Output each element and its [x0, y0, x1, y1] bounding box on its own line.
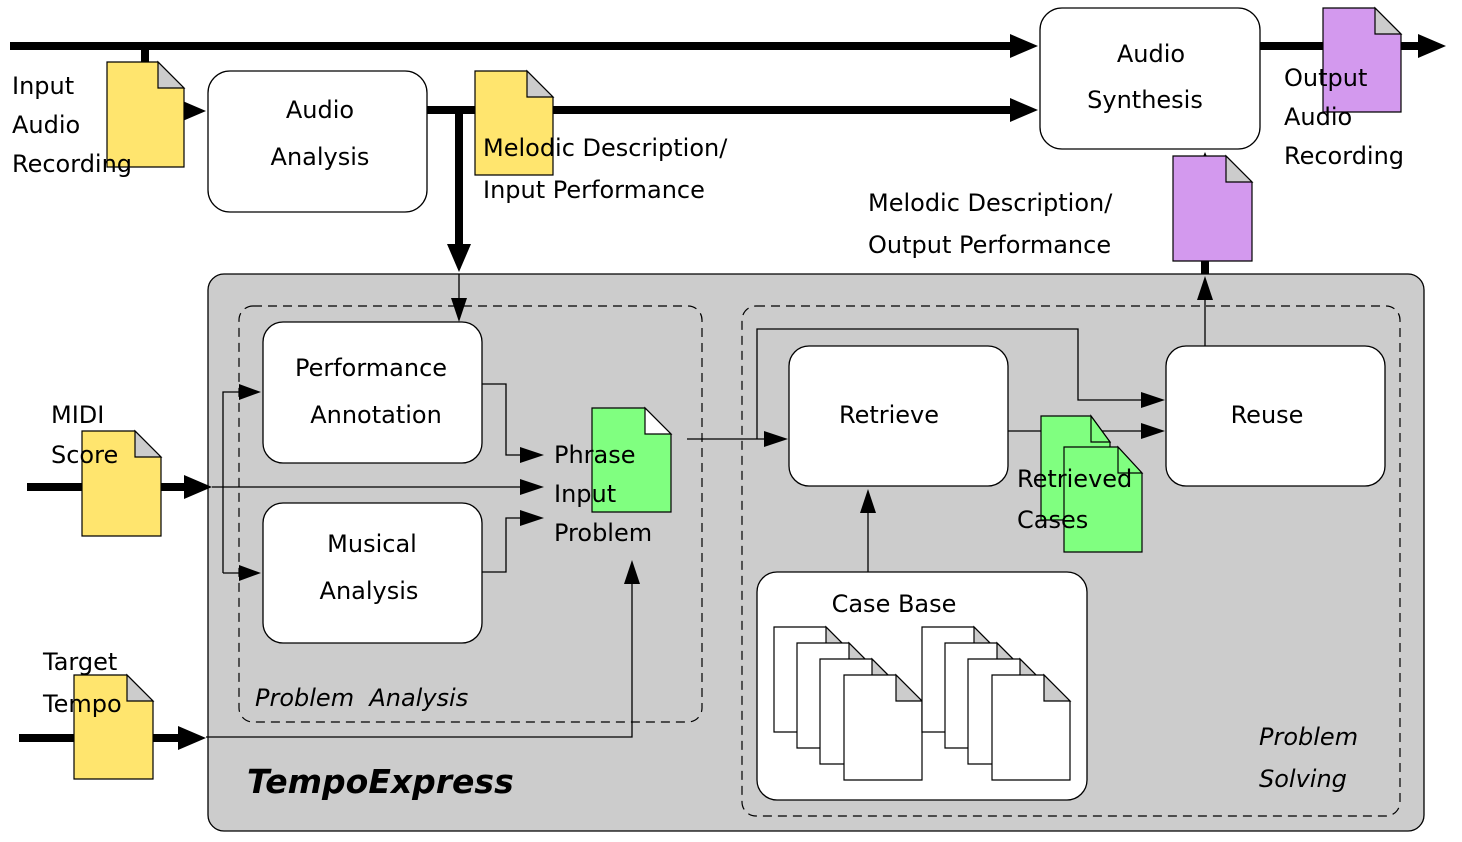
problem-solving-group: [741, 305, 1401, 817]
input-audio-label-2: Audio: [12, 111, 80, 139]
arrowhead: [178, 726, 206, 750]
audio-synthesis-label-2: Synthesis: [1087, 86, 1203, 114]
case-base-label: Case Base: [832, 590, 957, 618]
input-audio-label-1: Input: [12, 72, 74, 100]
output-audio-document-icon: [1322, 6, 1403, 113]
performance-annotation-label-2: Annotation: [310, 401, 442, 429]
problem-solving-label-1: Problem: [1259, 723, 1358, 751]
midi-to-annotation-line: [222, 391, 240, 573]
reuse-box[interactable]: [1165, 345, 1386, 487]
tempoexpress-panel: [207, 273, 1425, 832]
melodic-input-label-2: Input Performance: [483, 176, 705, 204]
reuse-label: Reuse: [1231, 401, 1304, 429]
arrowhead: [178, 99, 206, 123]
target-tempo-label-2: Tempo: [42, 690, 122, 718]
output-audio-label-2: Audio: [1284, 103, 1352, 131]
arrowhead: [860, 489, 876, 513]
arrowhead: [239, 565, 261, 581]
arrowhead: [184, 475, 212, 499]
arrowhead: [1010, 98, 1038, 122]
performance-annotation-box[interactable]: [262, 321, 483, 464]
melodic-output-label-1: Melodic Description/: [868, 189, 1113, 217]
tempoexpress-title: TempoExpress: [247, 762, 514, 801]
retrieved-cases-document-icon: [1040, 414, 1144, 553]
case-document-icon: [991, 673, 1072, 781]
phrase-input-problem-label-2: Input: [554, 480, 616, 508]
case-base-documents: [773, 625, 1072, 781]
audio-analysis-label-2: Analysis: [271, 143, 370, 171]
arrowhead: [520, 479, 544, 495]
output-audio-label-1: Output: [1284, 64, 1367, 92]
arrowhead: [764, 431, 788, 447]
musical-to-problem-line: [482, 517, 522, 573]
performance-annotation-label-1: Performance: [295, 354, 447, 382]
arrowhead: [520, 447, 544, 463]
arrowhead: [447, 244, 471, 272]
arrowhead: [1141, 392, 1165, 408]
problem-solving-label-2: Solving: [1259, 765, 1347, 793]
tempo-to-problem-line: [206, 582, 633, 738]
output-audio-label-3: Recording: [1284, 142, 1404, 170]
melodic-output-document-icon: [1172, 154, 1254, 262]
arrowhead: [451, 298, 467, 322]
arrowhead: [1141, 423, 1165, 439]
musical-analysis-box[interactable]: [262, 502, 483, 644]
phrase-input-problem-label-3: Problem: [554, 519, 652, 547]
arrowhead: [520, 510, 544, 526]
arrowhead: [1010, 34, 1038, 58]
audio-analysis-label-1: Audio: [286, 96, 354, 124]
arrowhead: [1418, 34, 1446, 58]
musical-analysis-label-2: Analysis: [320, 577, 419, 605]
annotation-to-problem-line: [482, 383, 522, 456]
problem-analysis-group: [238, 305, 703, 723]
retrieved-cases-label-1: Retrieved: [1017, 465, 1132, 493]
audio-synthesis-box[interactable]: [1039, 7, 1261, 150]
problem-to-reuse-line: [756, 328, 1142, 439]
melodic-output-label-2: Output Performance: [868, 231, 1111, 259]
midi-score-document-icon: [81, 429, 163, 537]
midi-score-label-2: Score: [51, 441, 118, 469]
arrowhead: [624, 560, 640, 584]
problem-analysis-label: Problem Analysis: [255, 684, 468, 712]
arrowhead: [239, 384, 261, 400]
audio-analysis-box[interactable]: [207, 70, 428, 213]
retrieved-cases-label-2: Cases: [1017, 506, 1088, 534]
retrieve-box[interactable]: [788, 345, 1009, 487]
retrieve-label: Retrieve: [839, 401, 939, 429]
phrase-input-problem-label-1: Phrase: [554, 441, 636, 469]
case-document-icon: [843, 673, 924, 781]
target-tempo-document-icon: [73, 673, 155, 780]
audio-synthesis-label-1: Audio: [1117, 40, 1185, 68]
arrowhead: [1197, 276, 1213, 300]
musical-analysis-label-1: Musical: [327, 530, 417, 558]
melodic-input-document-icon: [474, 69, 555, 176]
melodic-input-label-1: Melodic Description/: [483, 134, 728, 162]
phrase-input-problem-document-icon: [591, 406, 673, 513]
midi-score-label-1: MIDI: [51, 401, 104, 429]
input-audio-label-3: Recording: [12, 150, 132, 178]
input-audio-document-icon: [106, 60, 186, 168]
target-tempo-label-1: Target: [42, 648, 117, 676]
